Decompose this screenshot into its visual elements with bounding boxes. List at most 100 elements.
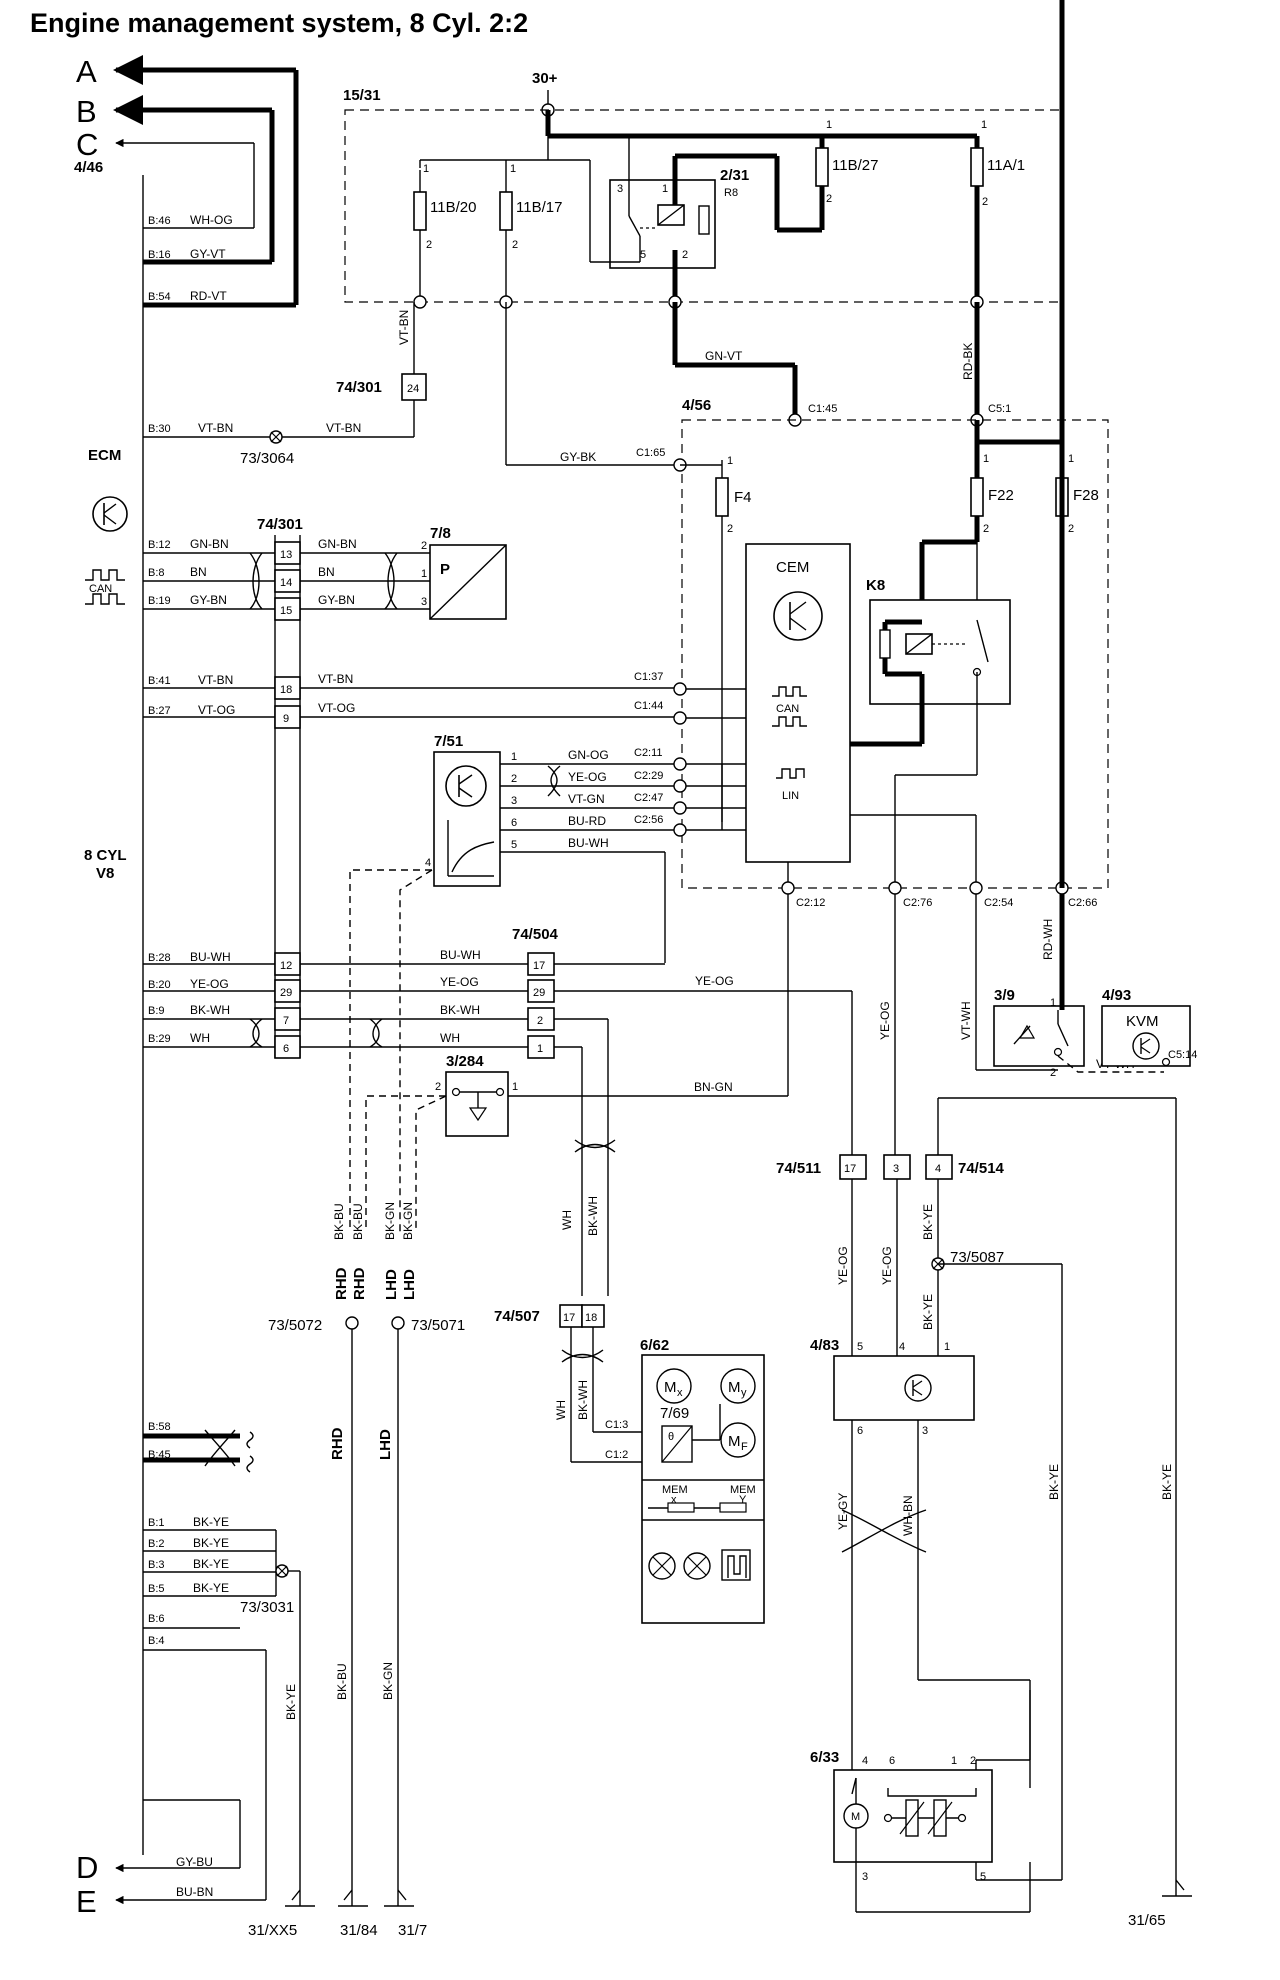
svg-text:RD-VT: RD-VT — [190, 289, 227, 303]
svg-text:BN: BN — [190, 565, 207, 579]
svg-text:C2:11: C2:11 — [634, 747, 663, 759]
module-751-transistor-icon — [445, 765, 487, 807]
splice-735072 — [345, 1316, 359, 1330]
svg-text:18: 18 — [280, 684, 292, 696]
svg-text:B:5: B:5 — [148, 1583, 165, 1595]
lamp-icon — [648, 1552, 711, 1580]
svg-text:13: 13 — [280, 549, 292, 561]
svg-text:BU-WH: BU-WH — [440, 948, 481, 962]
connector-e: E — [76, 1884, 97, 1919]
svg-text:VT-BN: VT-BN — [326, 421, 361, 435]
svg-text:17: 17 — [533, 960, 545, 972]
component-78: 7/8 — [430, 525, 451, 542]
fuse-11b27-label: 11B/27 — [832, 157, 878, 174]
fuse-11a1-label: 11A/1 — [987, 157, 1025, 174]
component-751: 7/51 — [434, 733, 463, 750]
svg-text:LIN: LIN — [782, 790, 799, 802]
relay-r8-label: R8 — [724, 187, 738, 199]
svg-text:B:1: B:1 — [148, 1517, 165, 1529]
svg-text:1: 1 — [951, 1755, 957, 1767]
svg-text:LHD: LHD — [383, 1269, 400, 1300]
kvm-label: KVM — [1126, 1013, 1159, 1030]
svg-text:x: x — [677, 1387, 683, 1399]
svg-text:2: 2 — [421, 540, 427, 552]
heater-icon — [721, 1549, 751, 1581]
svg-text:YE-OG: YE-OG — [190, 977, 229, 991]
svg-text:2: 2 — [1050, 1067, 1056, 1079]
svg-text:15: 15 — [280, 605, 292, 617]
svg-text:5: 5 — [511, 839, 517, 851]
sensor-3284 — [445, 1071, 509, 1137]
svg-text:B:9: B:9 — [148, 1005, 165, 1017]
svg-text:1: 1 — [537, 1043, 543, 1055]
svg-text:VT-BN: VT-BN — [198, 673, 233, 687]
component-735071: 73/5071 — [411, 1317, 465, 1334]
cem-4-56-outline — [681, 419, 1109, 889]
svg-text:B:41: B:41 — [148, 675, 171, 687]
svg-text:VT-BN: VT-BN — [318, 672, 353, 686]
svg-text:BK-BU: BK-BU — [332, 1203, 346, 1240]
component-74514: 74/514 — [958, 1160, 1005, 1177]
svg-text:3: 3 — [862, 1871, 868, 1883]
svg-text:BN-GN: BN-GN — [694, 1080, 733, 1094]
svg-text:29: 29 — [533, 987, 545, 999]
svg-text:1: 1 — [662, 183, 668, 195]
svg-text:WH: WH — [190, 1031, 210, 1045]
svg-text:B:12: B:12 — [148, 539, 171, 551]
fuse-f28-label: F28 — [1073, 487, 1099, 504]
svg-text:C5:1: C5:1 — [988, 403, 1011, 415]
svg-text:WH-OG: WH-OG — [190, 213, 233, 227]
cem-label: CEM — [776, 559, 809, 576]
ground-icon — [468, 1107, 488, 1122]
svg-text:F: F — [741, 1441, 748, 1453]
svg-text:2: 2 — [512, 239, 518, 251]
module-kvm — [1101, 1005, 1191, 1067]
connector-74504-pins: 17 29 2 1 — [527, 952, 555, 1059]
svg-text:1: 1 — [421, 568, 427, 580]
connector-b: B — [76, 94, 97, 129]
svg-text:BK-YE: BK-YE — [193, 1515, 229, 1529]
connector-letter-arrows: A B C D E — [76, 54, 299, 1919]
splice-735071 — [391, 1316, 405, 1330]
svg-text:C1:2: C1:2 — [605, 1449, 628, 1461]
ecm-pin-labels: B:46 WH-OG B:16 GY-VT B:54 RD-VT B:30 VT… — [148, 213, 235, 1899]
connector-74511 — [839, 1154, 867, 1180]
svg-text:17: 17 — [563, 1312, 575, 1324]
transistor-icon — [92, 496, 128, 532]
connector-74514-pin3 — [883, 1154, 911, 1180]
fuse-11b20-label: 11B/20 — [430, 199, 476, 216]
svg-text:BK-GN: BK-GN — [401, 1202, 415, 1240]
svg-text:3: 3 — [617, 183, 623, 195]
svg-text:1: 1 — [981, 119, 987, 131]
svg-text:BU-BN: BU-BN — [176, 1885, 213, 1899]
component-74301b: 74/301 — [257, 516, 303, 533]
svg-text:2: 2 — [511, 773, 517, 785]
cem-box — [745, 543, 851, 863]
component-74301a: 74/301 — [336, 379, 382, 396]
svg-text:GN-VT: GN-VT — [705, 349, 743, 363]
ground-31xx5: 31/XX5 — [248, 1922, 297, 1939]
svg-text:17: 17 — [844, 1163, 856, 1175]
svg-text:BK-YE: BK-YE — [284, 1684, 298, 1720]
connector-74301-pin24 — [401, 373, 427, 401]
svg-text:C1:45: C1:45 — [808, 403, 837, 415]
ground-317: 31/7 — [398, 1922, 427, 1939]
svg-text:C1:3: C1:3 — [605, 1419, 628, 1431]
svg-text:C5:14: C5:14 — [1168, 1049, 1197, 1061]
svg-text:7: 7 — [283, 1015, 289, 1027]
svg-text:GY-VT: GY-VT — [190, 247, 226, 261]
svg-text:24: 24 — [407, 383, 419, 395]
module-751 — [433, 751, 501, 887]
svg-text:1: 1 — [1068, 453, 1074, 465]
svg-text:5: 5 — [640, 249, 646, 261]
svg-text:5: 5 — [980, 1871, 986, 1883]
ground-3184: 31/84 — [340, 1922, 378, 1939]
component-231: 2/31 — [720, 167, 749, 184]
svg-text:RHD: RHD — [329, 1427, 346, 1460]
svg-text:BK-GN: BK-GN — [381, 1662, 395, 1700]
svg-text:6: 6 — [511, 817, 517, 829]
svg-text:1: 1 — [510, 163, 516, 175]
component-493: 4/93 — [1102, 987, 1131, 1004]
svg-text:B:29: B:29 — [148, 1033, 171, 1045]
